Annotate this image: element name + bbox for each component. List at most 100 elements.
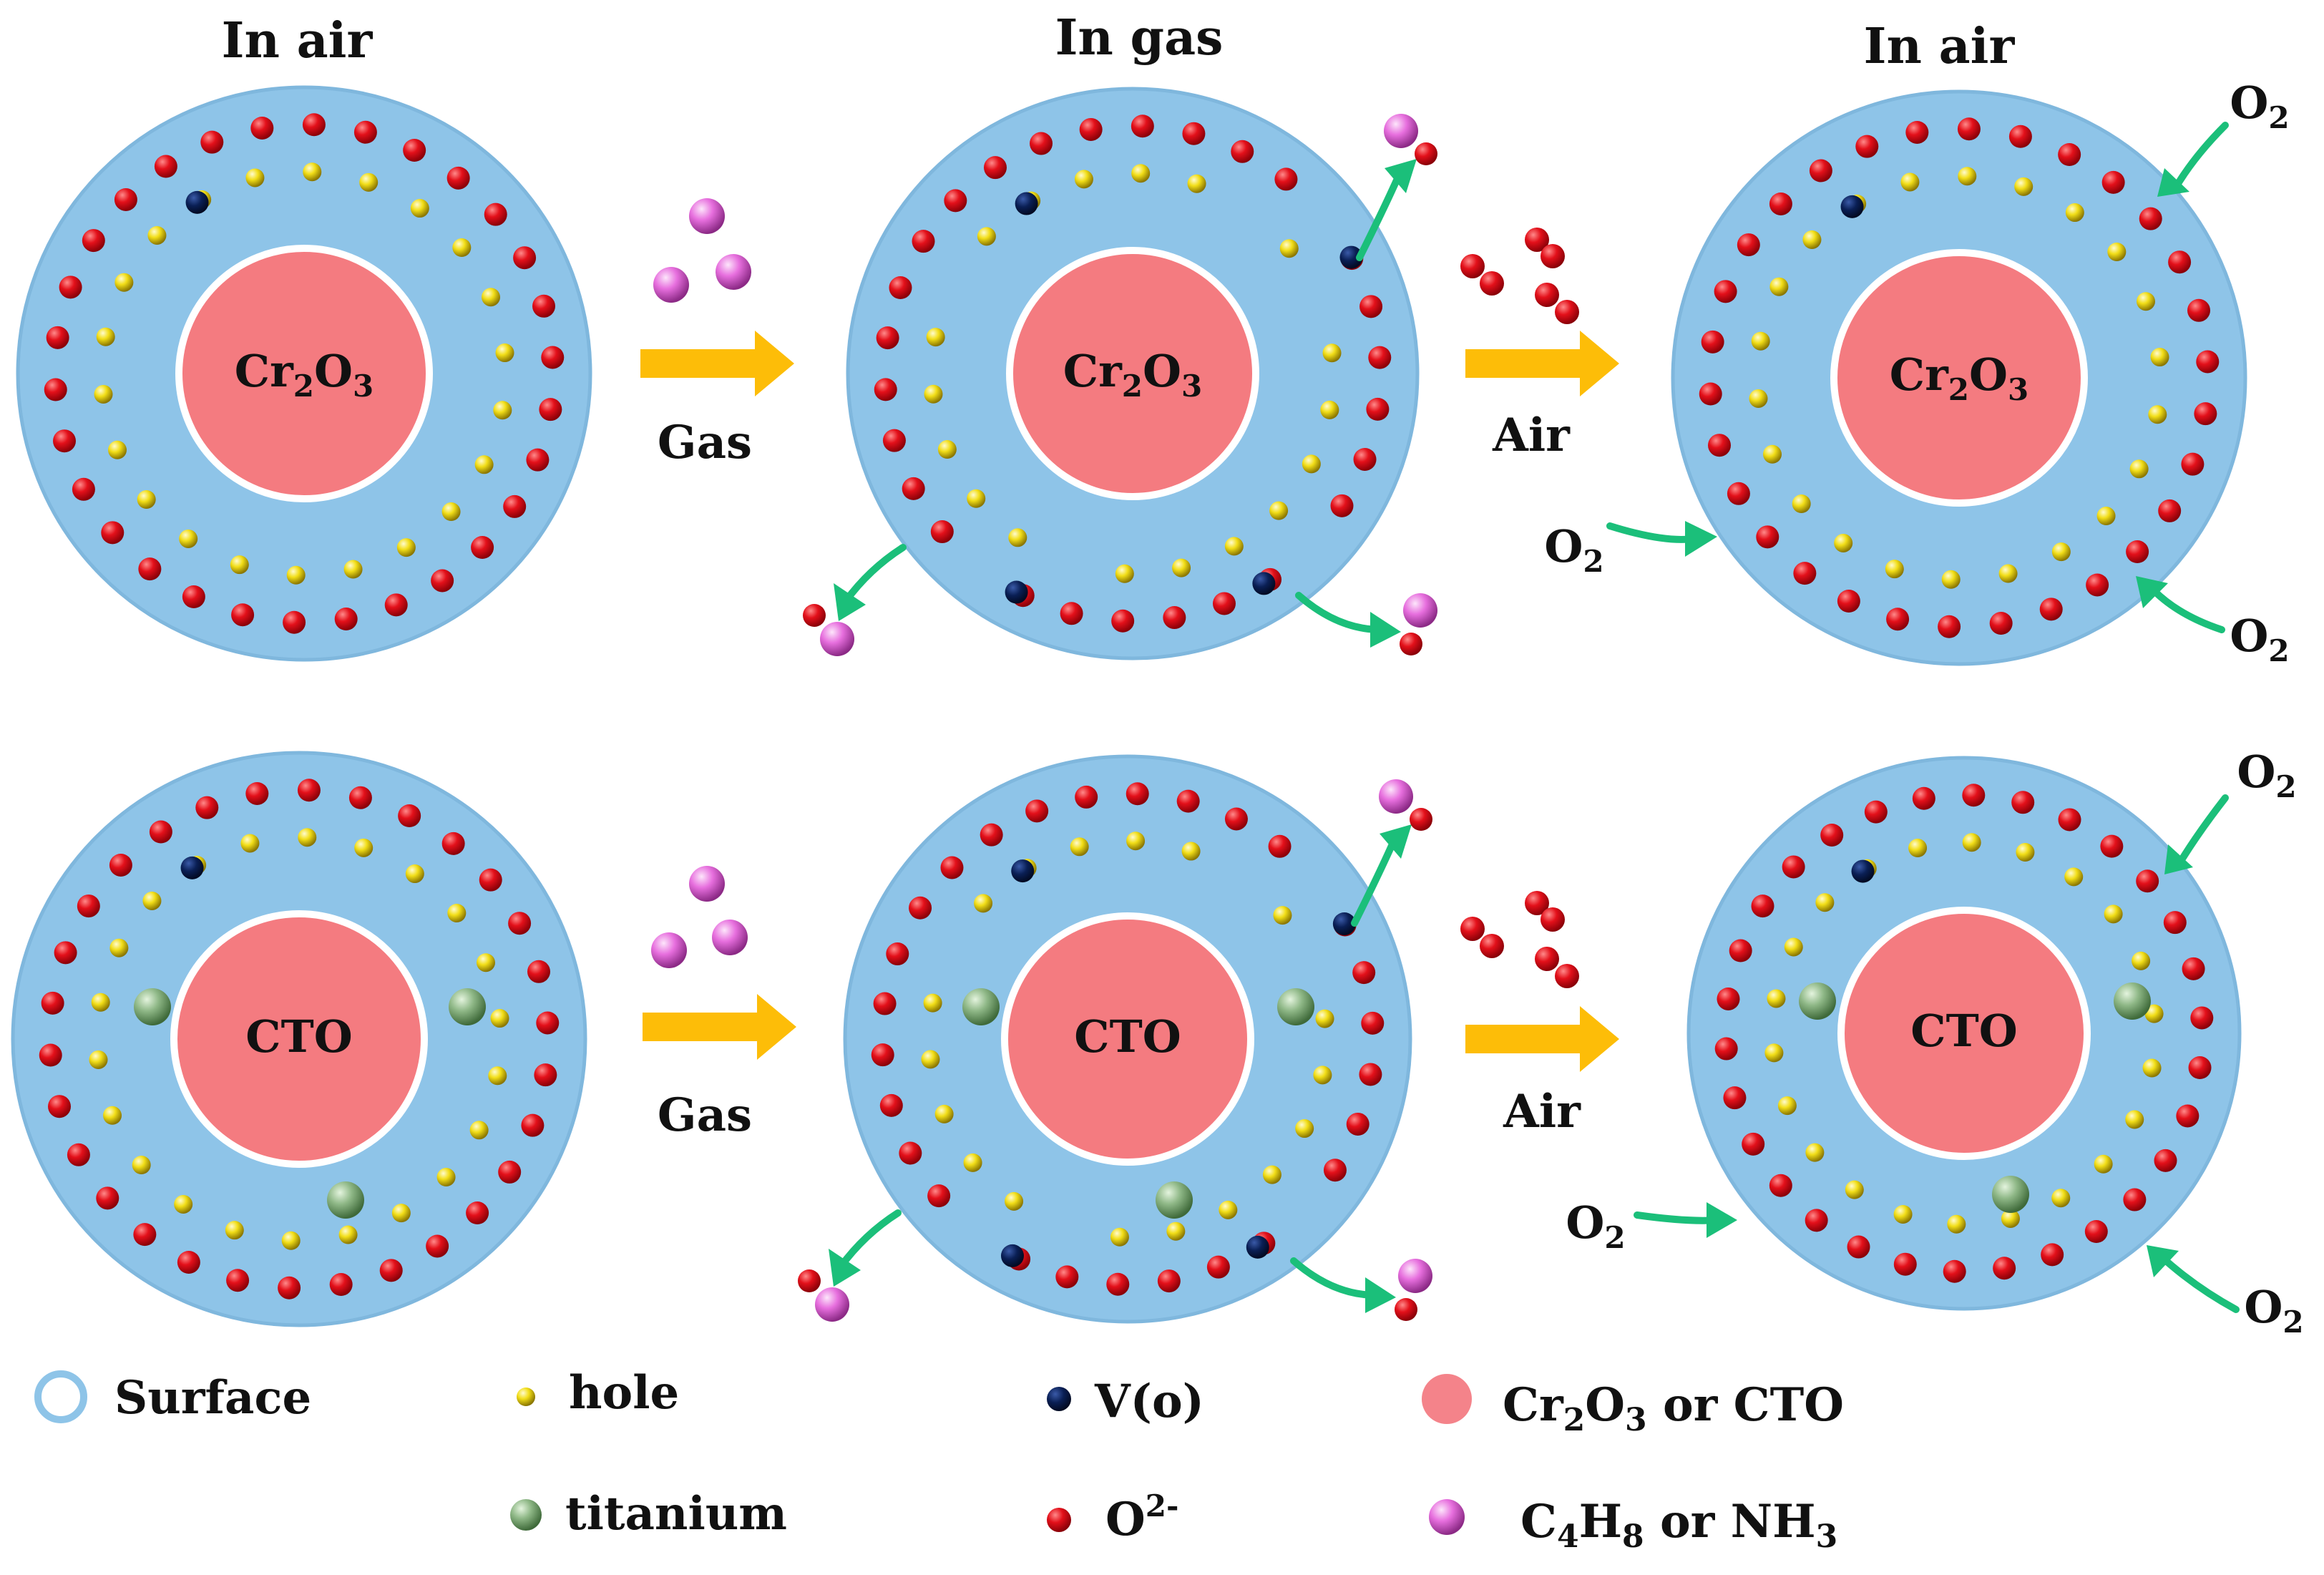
- hole: [2132, 951, 2151, 970]
- hole: [132, 1156, 151, 1175]
- oxygen-ion: [503, 494, 527, 518]
- hole: [1845, 1180, 1864, 1199]
- hole: [447, 903, 467, 922]
- hole: [1947, 1214, 1966, 1234]
- oxygen-ion: [1366, 397, 1390, 421]
- header-in-gas: In gas: [1055, 9, 1224, 67]
- hole: [1224, 537, 1244, 556]
- o2-arrow-head: [2136, 576, 2168, 608]
- hole: [354, 838, 374, 857]
- oxygen-ion: [513, 246, 537, 270]
- hole: [1908, 839, 1928, 858]
- particle-core: [1001, 912, 1254, 1166]
- hole: [1115, 564, 1134, 583]
- hole: [2064, 867, 2084, 887]
- hole: [1834, 533, 1853, 552]
- reaction-arrow-head: [1385, 159, 1417, 193]
- oxygen-ion: [1352, 961, 1376, 985]
- adsorbate-molecule: [1398, 1259, 1432, 1293]
- oxygen-ion: [379, 1259, 403, 1282]
- reaction-arrow-head: [834, 583, 866, 621]
- oxygen-ion: [2058, 808, 2081, 832]
- oxygen-ion: [1231, 140, 1254, 163]
- oxygen-ion: [536, 1011, 560, 1035]
- oxygen-ion: [1769, 192, 1792, 215]
- oxygen-ion: [1769, 1174, 1792, 1197]
- oxygen-ion: [532, 294, 556, 318]
- oxygen-ion: [1555, 964, 1579, 988]
- o2-arrow: [2161, 1256, 2240, 1313]
- reaction-arrow-head: [1370, 612, 1401, 648]
- oxygen-ion: [1729, 939, 1752, 962]
- oxygen-ion: [44, 378, 67, 401]
- titanium-atom: [134, 988, 171, 1025]
- hole: [1998, 564, 2018, 583]
- hole: [2125, 1110, 2144, 1129]
- hole: [2104, 904, 2123, 924]
- hole: [934, 1104, 954, 1123]
- oxygen-ion: [1555, 300, 1579, 324]
- oxygen-ion: [334, 608, 358, 631]
- legend-vo-label: V(o): [1094, 1375, 1204, 1428]
- adsorbate-molecule: [712, 920, 748, 955]
- oxygen-ion: [498, 1160, 522, 1184]
- gas-label-bottom: Gas: [658, 1088, 752, 1142]
- oxygen-ion: [1699, 382, 1722, 406]
- oxygen-ion: [1176, 789, 1200, 813]
- oxygen-ion: [1525, 891, 1549, 915]
- particle-core: [170, 910, 428, 1168]
- oxygen-ion: [1751, 894, 1774, 918]
- oxygen-ion: [114, 187, 137, 211]
- oxygen-ion: [1993, 1257, 2016, 1280]
- hole: [2107, 242, 2127, 261]
- hole: [298, 828, 317, 847]
- oxygen-ion: [302, 113, 326, 137]
- oxygen-ion: [39, 1043, 62, 1067]
- reaction-arrow: [837, 1209, 902, 1270]
- oxygen-ion: [1820, 823, 1844, 847]
- oxygen-ion: [1460, 254, 1485, 278]
- adsorbate-molecule: [1403, 593, 1437, 628]
- oxygen-ion: [109, 853, 132, 877]
- hole: [2148, 405, 2167, 424]
- adsorbate-molecule: [689, 866, 725, 902]
- o2-arrow-head: [2164, 844, 2193, 874]
- hole: [303, 162, 322, 182]
- adsorbate-molecule: [1384, 114, 1418, 148]
- reaction-arrow: [1356, 172, 1402, 261]
- hole: [495, 343, 514, 363]
- hole: [1792, 494, 1811, 514]
- oxygen-ion: [2188, 1056, 2212, 1080]
- titanium-atom: [1992, 1176, 2029, 1213]
- o2-label: O2: [2237, 746, 2296, 804]
- oxygen-ion: [182, 585, 205, 608]
- hole: [410, 199, 429, 218]
- oxygen-ion: [1809, 159, 1832, 182]
- hole: [493, 401, 512, 420]
- oxygen-ion: [1400, 633, 1422, 655]
- hole: [2129, 459, 2149, 479]
- oxygen-ion: [1886, 608, 1910, 631]
- hole: [474, 455, 494, 474]
- hole: [1751, 331, 1770, 351]
- legend-hole-label: hole: [569, 1366, 679, 1420]
- oxygen-ion: [1714, 1037, 1738, 1060]
- oxygen-vacancy: [180, 856, 204, 879]
- adsorbate-molecule: [716, 254, 751, 290]
- oxygen-ion: [1353, 447, 1377, 471]
- oxygen-ion: [466, 1201, 489, 1225]
- oxygen-ion: [2011, 791, 2035, 814]
- hole: [1764, 1043, 1784, 1063]
- hole: [103, 1106, 122, 1125]
- hole: [1279, 239, 1299, 258]
- oxygen-ion: [1131, 114, 1154, 138]
- hole: [2001, 1209, 2020, 1228]
- oxygen-ion: [1701, 330, 1724, 353]
- oxygen-ion: [1938, 615, 1961, 638]
- o2-label: O2: [1544, 520, 1603, 579]
- oxygen-vacancy: [1246, 1235, 1269, 1259]
- oxygen-ion: [348, 786, 372, 809]
- adsorbate-molecule: [651, 932, 687, 968]
- hole: [1767, 989, 1786, 1008]
- hole: [1769, 277, 1789, 296]
